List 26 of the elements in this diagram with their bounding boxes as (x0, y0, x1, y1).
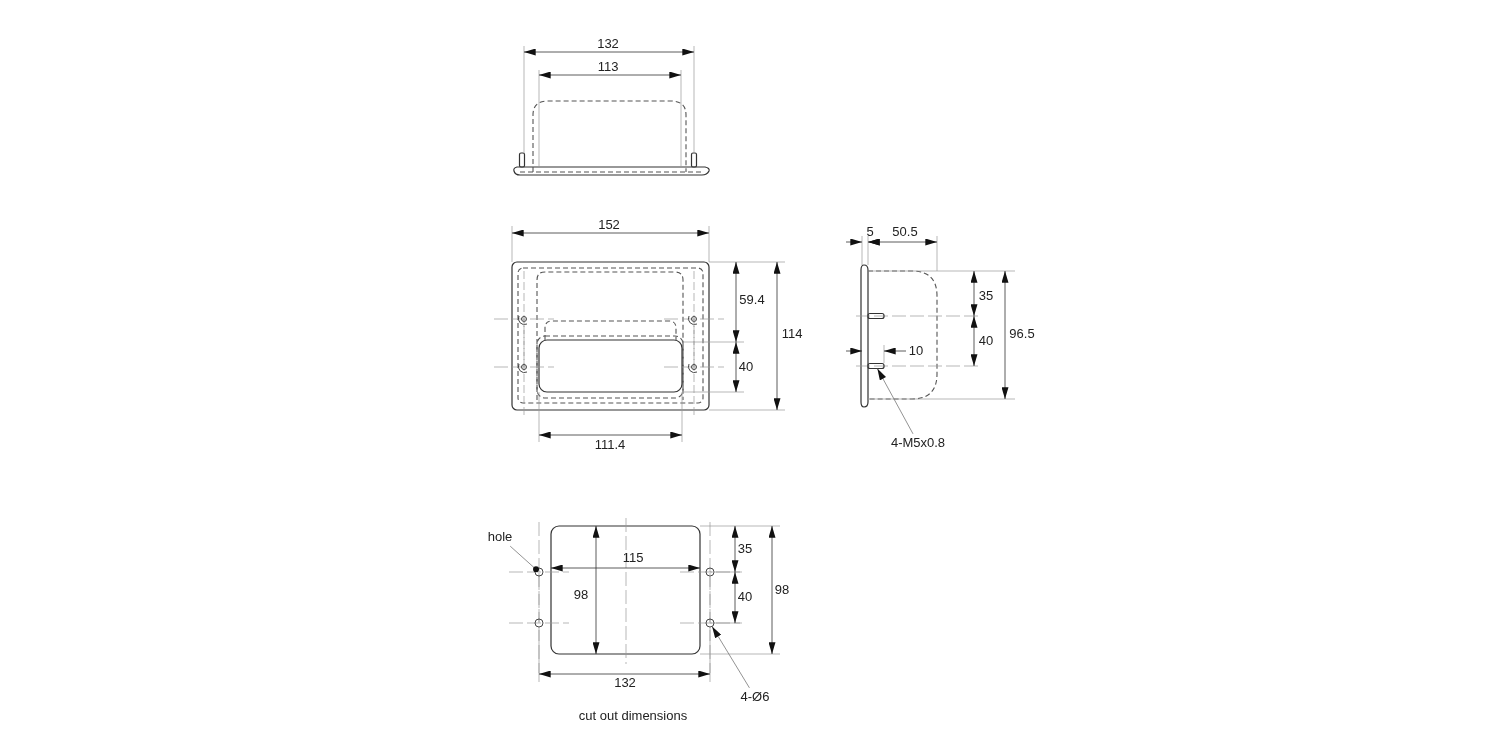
dimension-value: 115 (622, 550, 644, 566)
dimension-value: 152 (598, 217, 620, 233)
dimension-value: 50.5 (892, 224, 918, 240)
mounting-hole (534, 567, 544, 577)
threaded-stud (867, 362, 885, 370)
dimension-value: 98 (573, 587, 589, 603)
dimension-value: 98 (774, 582, 790, 598)
callout-text: hole (487, 529, 513, 545)
dimension-value: 35 (737, 541, 753, 557)
dimension-value: 111.4 (594, 437, 626, 453)
caption: cut out dimensions (578, 708, 688, 724)
callout-text: 4-Ø6 (740, 689, 770, 705)
dimension-value: 40 (737, 589, 753, 605)
mounting-hole (705, 618, 715, 628)
dimension-value: 5 (866, 224, 874, 240)
dimension-value: 35 (978, 288, 994, 304)
dimension-value: 40 (978, 333, 994, 349)
dimension-value: 10 (908, 343, 924, 359)
dimension-value: 59.4 (739, 292, 765, 308)
callout-text: 4-M5x0.8 (890, 435, 946, 451)
dimension-value: 113 (597, 59, 619, 75)
dimension-value: 132 (597, 36, 619, 52)
dimension-value: 96.5 (1009, 326, 1035, 342)
dimension-value: 132 (614, 675, 636, 691)
dimension-value: 40 (738, 359, 754, 375)
dimension-value: 114 (781, 326, 803, 342)
